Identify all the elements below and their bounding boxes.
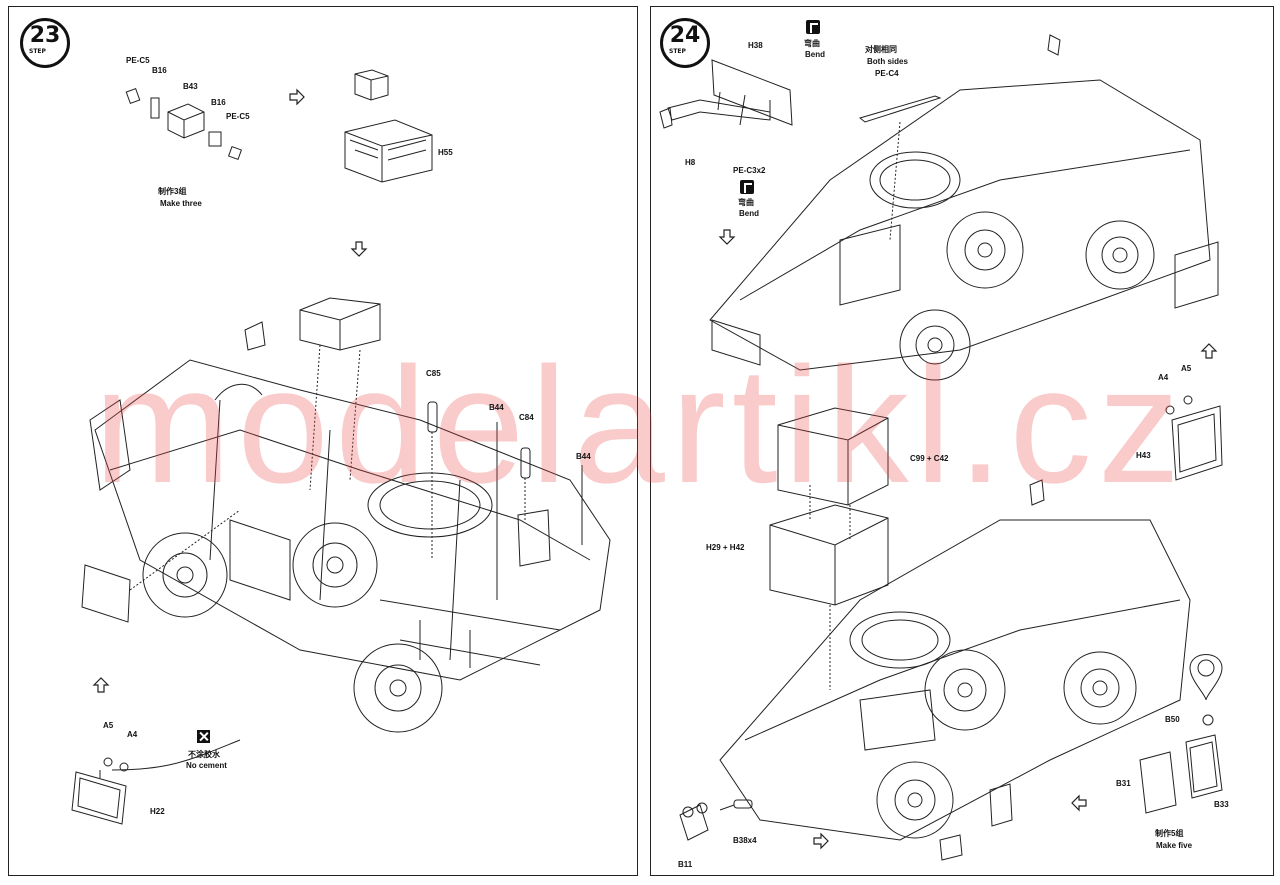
label-a5-step24: A5 bbox=[1181, 364, 1192, 373]
hollow-arrow-icon bbox=[813, 832, 829, 850]
step-24-number: 24 bbox=[669, 23, 701, 48]
label-make-five-en: Make five bbox=[1156, 841, 1193, 850]
label-pe-c3x2: PE-C3x2 bbox=[733, 166, 766, 175]
hollow-arrow-icon bbox=[92, 677, 110, 693]
label-pe-c5-right: PE-C5 bbox=[226, 112, 250, 121]
no-cement-icon bbox=[197, 730, 210, 743]
label-b16-right: B16 bbox=[211, 98, 226, 107]
label-pe-c5-top: PE-C5 bbox=[126, 56, 150, 65]
label-make-five-cn: 制作5组 bbox=[1155, 829, 1184, 838]
label-h22: H22 bbox=[150, 807, 165, 816]
label-no-cement-en: No cement bbox=[186, 761, 227, 770]
label-pe-c4: PE-C4 bbox=[875, 69, 899, 78]
label-both-sides-cn: 对侧相同 bbox=[865, 45, 897, 54]
label-a4-step24: A4 bbox=[1158, 373, 1169, 382]
label-b16-left: B16 bbox=[152, 66, 167, 75]
step-24-badge: 24 STEP bbox=[660, 18, 710, 68]
hollow-arrow-icon bbox=[1200, 343, 1218, 359]
label-bend1-en: Bend bbox=[805, 50, 825, 59]
label-h43: H43 bbox=[1136, 451, 1151, 460]
label-h29-h42: H29 + H42 bbox=[706, 543, 745, 552]
step-23-badge: 23 STEP bbox=[20, 18, 70, 68]
label-b44-left: B44 bbox=[489, 403, 504, 412]
label-b50: B50 bbox=[1165, 715, 1180, 724]
hollow-arrow-icon bbox=[289, 88, 305, 106]
label-c99-c42: C99 + C42 bbox=[910, 454, 949, 463]
label-a4-step23: A4 bbox=[127, 730, 138, 739]
label-h8: H8 bbox=[685, 158, 696, 167]
label-b44-right: B44 bbox=[576, 452, 591, 461]
label-b31: B31 bbox=[1116, 779, 1131, 788]
label-both-sides-en: Both sides bbox=[867, 57, 908, 66]
label-bend1-cn: 弯曲 bbox=[804, 39, 820, 48]
label-make-three-en: Make three bbox=[160, 199, 202, 208]
bend-icon bbox=[806, 20, 820, 34]
label-a5-step23: A5 bbox=[103, 721, 114, 730]
label-c84: C84 bbox=[519, 413, 534, 422]
step-23-word: STEP bbox=[29, 48, 46, 55]
hollow-arrow-icon bbox=[718, 229, 736, 245]
label-h38: H38 bbox=[748, 41, 763, 50]
bend-icon bbox=[740, 180, 754, 194]
label-h55: H55 bbox=[438, 148, 453, 157]
label-b11: B11 bbox=[678, 860, 693, 869]
step-24-word: STEP bbox=[669, 48, 686, 55]
label-c85: C85 bbox=[426, 369, 441, 378]
step-23-number: 23 bbox=[29, 23, 61, 48]
label-no-cement-cn: 不涂胶水 bbox=[188, 750, 220, 759]
label-b33: B33 bbox=[1214, 800, 1229, 809]
step-23-panel bbox=[8, 6, 638, 876]
hollow-arrow-icon bbox=[1071, 794, 1087, 812]
label-bend2-cn: 弯曲 bbox=[738, 198, 754, 207]
label-bend2-en: Bend bbox=[739, 209, 759, 218]
step-24-panel bbox=[650, 6, 1274, 876]
hollow-arrow-icon bbox=[350, 241, 368, 257]
label-b38x4: B38x4 bbox=[733, 836, 757, 845]
label-make-three-cn: 制作3组 bbox=[158, 187, 187, 196]
label-b43: B43 bbox=[183, 82, 198, 91]
